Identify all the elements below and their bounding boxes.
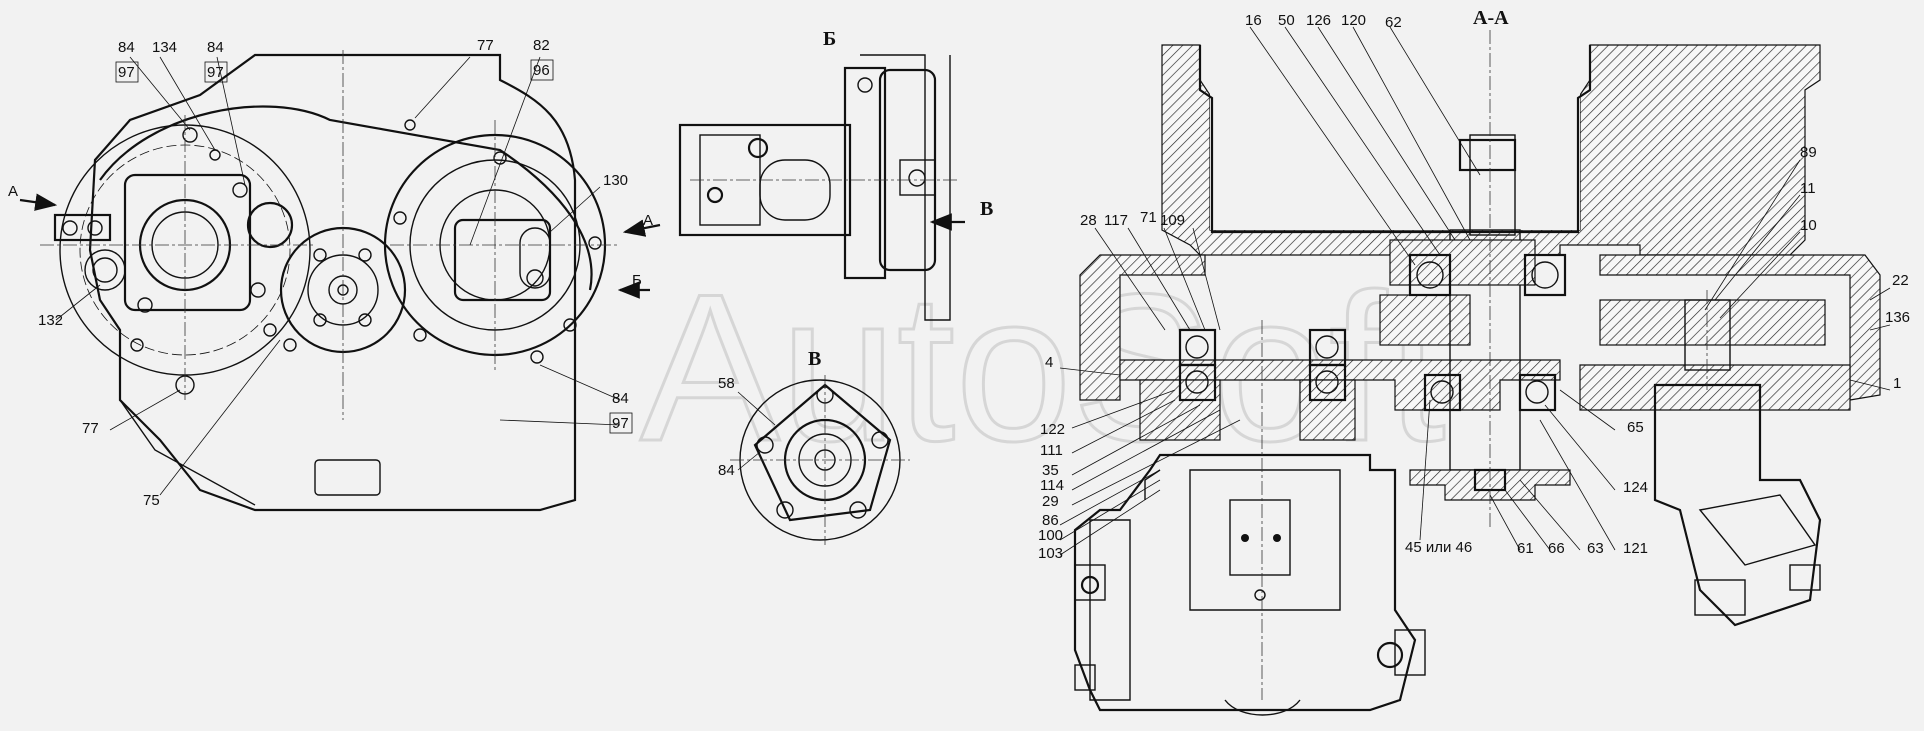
callout-96: 96 (533, 62, 550, 79)
callout-11: 11 (1800, 180, 1816, 197)
callout-63: 63 (1587, 540, 1604, 557)
callout-97-c: 97 (612, 415, 629, 432)
front-leaders (55, 56, 621, 496)
callout-35: 35 (1042, 462, 1059, 479)
callout-16: 16 (1245, 12, 1262, 29)
callout-136: 136 (1885, 309, 1910, 326)
section-mark-b: Б (632, 272, 642, 289)
section-aa: А-А (1073, 7, 1881, 716)
callout-45-or-46: 45 или 46 (1405, 539, 1472, 556)
callout-58: 58 (718, 375, 735, 392)
view-b-title: Б (823, 28, 836, 50)
section-mark-a-left: A (8, 183, 18, 200)
callout-122: 122 (1040, 421, 1065, 438)
callout-126: 126 (1306, 12, 1331, 29)
callout-4: 4 (1045, 354, 1053, 371)
callout-77-top: 77 (477, 37, 494, 54)
callout-10: 10 (1800, 217, 1817, 234)
section-mark-a-right: A (643, 212, 653, 229)
callout-22: 22 (1892, 272, 1909, 289)
callout-134: 134 (152, 39, 177, 56)
callout-89: 89 (1800, 144, 1817, 161)
callout-86: 86 (1042, 512, 1059, 529)
callout-114: 114 (1040, 477, 1064, 494)
callout-75: 75 (143, 492, 160, 509)
callout-109: 109 (1160, 212, 1185, 229)
callout-50: 50 (1278, 12, 1295, 29)
callout-117: 117 (1104, 212, 1128, 229)
callout-132: 132 (38, 312, 63, 329)
callout-120: 120 (1341, 12, 1366, 29)
callout-66: 66 (1548, 540, 1565, 557)
callout-111: 111 (1040, 442, 1063, 459)
callout-103: 103 (1038, 545, 1063, 562)
callout-71: 71 (1140, 209, 1157, 226)
section-aa-title: А-А (1473, 7, 1509, 29)
section-leaders (1059, 26, 1891, 556)
callout-29: 29 (1042, 493, 1059, 510)
callout-84-a: 84 (118, 39, 135, 56)
callout-65: 65 (1627, 419, 1644, 436)
callout-82: 82 (533, 37, 550, 54)
callout-100: 100 (1038, 527, 1063, 544)
front-bolts (130, 119, 602, 395)
callout-97-a: 97 (118, 64, 135, 81)
view-v-title: В (808, 348, 821, 370)
front-view (19, 50, 661, 512)
callout-84-b: 84 (207, 39, 224, 56)
callout-97-b: 97 (207, 64, 224, 81)
view-b: Б В (678, 28, 993, 321)
callout-121: 121 (1623, 540, 1648, 557)
front-callouts: 84 97 134 84 97 77 82 96 130 A A Б 132 7… (8, 37, 653, 509)
view-b-arrow-label: В (980, 198, 993, 220)
section-callouts: 16 50 126 120 62 28 117 71 109 4 122 111… (1038, 12, 1910, 562)
callout-62: 62 (1385, 14, 1402, 31)
section-bearings (1178, 253, 1567, 412)
view-v: В 58 84 (718, 348, 910, 545)
callout-28: 28 (1080, 212, 1097, 229)
callout-77-bottom: 77 (82, 420, 99, 437)
callout-84-c: 84 (612, 390, 629, 407)
callout-124: 124 (1623, 479, 1648, 496)
callout-130: 130 (603, 172, 628, 189)
callout-1: 1 (1893, 375, 1901, 392)
callout-61: 61 (1517, 540, 1534, 557)
callout-84-v: 84 (718, 462, 735, 479)
